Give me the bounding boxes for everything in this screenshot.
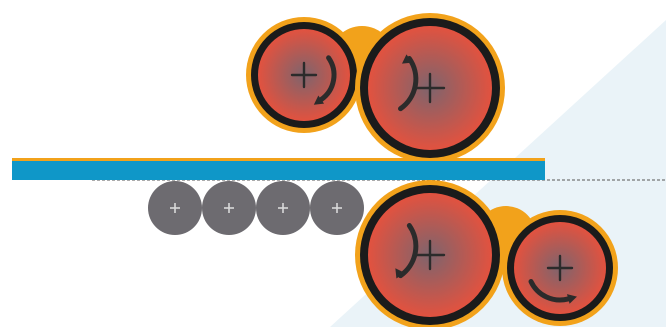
rotation-arrow-icon — [398, 56, 419, 112]
rotation-arrow-icon — [528, 279, 571, 303]
plus-icon — [170, 203, 180, 213]
rotation-arrowhead-icon — [566, 294, 577, 304]
support-roll — [310, 181, 364, 235]
plus-icon — [224, 203, 234, 213]
plus-icon — [414, 72, 446, 104]
upper-small-roll — [246, 17, 362, 133]
support-roll-group — [148, 181, 364, 235]
lower-small-roll — [502, 210, 618, 326]
metal-strip — [12, 158, 545, 180]
rotation-arrowhead-icon — [401, 54, 413, 64]
support-roll — [202, 181, 256, 235]
support-roll — [256, 181, 310, 235]
plus-icon — [278, 203, 288, 213]
rotation-arrowhead-icon — [313, 95, 325, 105]
plus-icon — [546, 254, 574, 282]
lower-large-roll — [355, 180, 505, 327]
plus-icon — [414, 239, 446, 271]
work-roll-group — [246, 13, 618, 327]
support-roll — [148, 181, 202, 235]
plus-icon — [290, 61, 318, 89]
rotation-arrow-icon — [398, 223, 419, 279]
strip-body — [12, 161, 545, 180]
plus-icon — [332, 203, 342, 213]
upper-large-roll — [355, 13, 505, 163]
rotation-arrow-icon — [318, 55, 337, 103]
rotation-arrowhead-icon — [395, 268, 405, 279]
